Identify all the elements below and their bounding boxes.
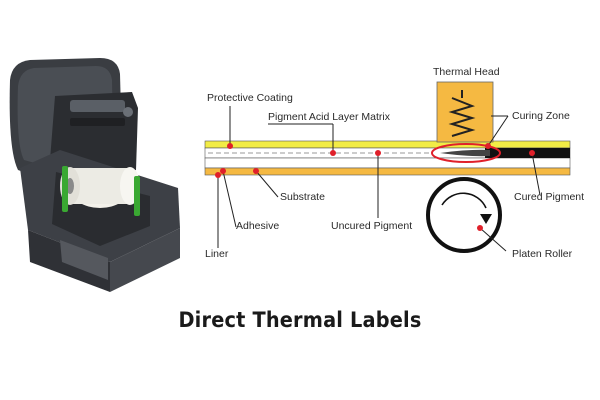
protective-coating-layer: [204, 140, 571, 149]
marker-curing-zone: [485, 143, 491, 149]
label-platen-roller: Platen Roller: [512, 248, 573, 260]
green-roll-guide: [62, 166, 68, 212]
substrate-layer: [204, 157, 571, 169]
marker-protective-coating: [227, 143, 233, 149]
marker-pigment-matrix: [330, 150, 336, 156]
label-uncured-pigment: Uncured Pigment: [331, 220, 412, 232]
printer-illustration: [9, 58, 180, 292]
thermal-head-coil-icon: [448, 97, 476, 137]
label-pigment-acid-layer-matrix: Pigment Acid Layer Matrix: [268, 111, 391, 123]
marker-cured-pigment: [529, 150, 535, 156]
green-roll-guide: [134, 176, 140, 216]
label-adhesive: Adhesive: [236, 220, 279, 232]
curing-zone-ellipse: [431, 143, 501, 163]
marker-platen-roller: [477, 225, 483, 231]
marker-uncured-pigment: [375, 150, 381, 156]
marker-substrate: [253, 168, 259, 174]
label-cured-pigment: Cured Pigment: [514, 191, 584, 203]
marker-adhesive: [220, 168, 226, 174]
label-liner: Liner: [205, 248, 229, 260]
label-protective-coating: Protective Coating: [207, 92, 293, 104]
label-thermal-head: Thermal Head: [433, 66, 500, 78]
platen-roller: [426, 177, 502, 253]
caption-title: Direct Thermal Labels: [178, 308, 422, 332]
adhesive-layer: [204, 167, 571, 176]
rotation-arrow-icon: [441, 192, 487, 209]
marker-liner: [215, 172, 221, 178]
cured-pigment-band: [485, 148, 570, 158]
direct-thermal-diagram: Thermal Head Protective Coating Pigment …: [204, 66, 584, 260]
label-substrate: Substrate: [280, 191, 325, 203]
label-curing-zone: Curing Zone: [512, 110, 570, 122]
